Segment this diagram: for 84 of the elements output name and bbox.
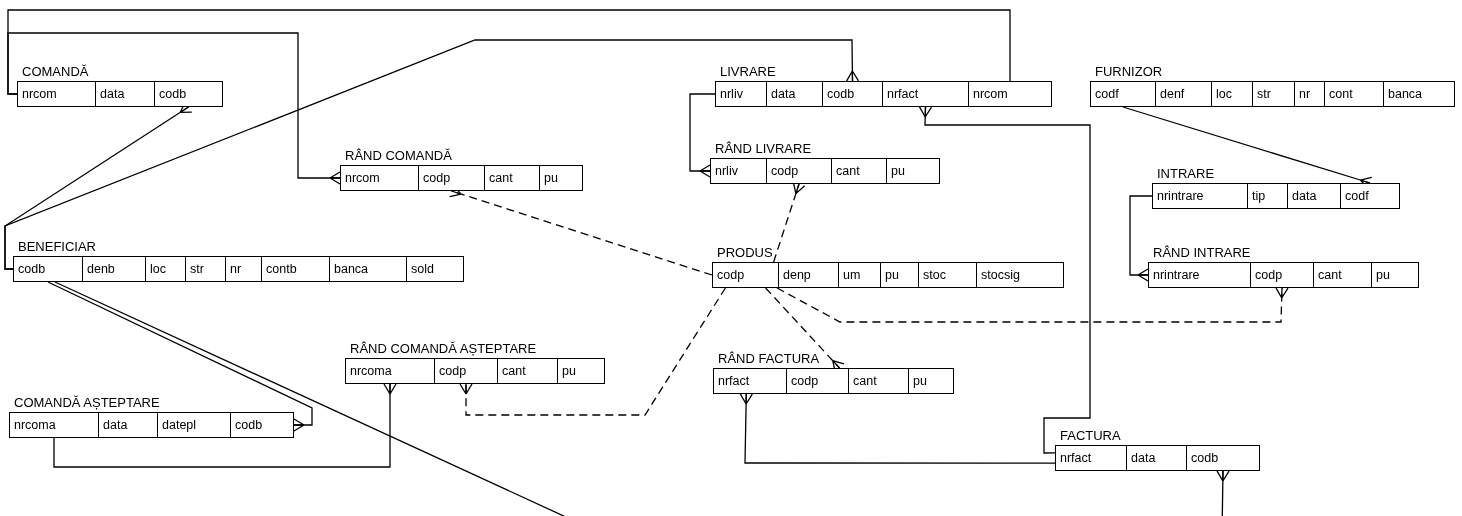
relationship-line <box>689 93 716 178</box>
table-field: codp <box>766 158 832 184</box>
table-field: data <box>95 81 155 107</box>
table-title: COMANDĂ <box>22 64 89 79</box>
table-title: BENEFICIAR <box>18 239 96 254</box>
table-title: LIVRARE <box>720 64 776 79</box>
table-field: codp <box>434 358 498 384</box>
table-field: denf <box>1155 81 1212 107</box>
relationship-line <box>776 287 1289 323</box>
table-field: loc <box>1211 81 1253 107</box>
table-field: codp <box>1250 262 1314 288</box>
relationship-line <box>1129 195 1153 282</box>
table-field: nrcoma <box>9 412 99 438</box>
table-field: nrliv <box>715 81 767 107</box>
table-title: RÂND COMANDĂ <box>345 148 452 163</box>
table-field: stoc <box>918 262 977 288</box>
relationship-line <box>53 383 397 468</box>
table-field: banca <box>329 256 407 282</box>
relationship-line <box>918 106 1091 454</box>
table-title: FACTURA <box>1060 428 1121 443</box>
table-title: COMANDĂ AȘTEPTARE <box>14 395 160 410</box>
table-field: data <box>766 81 823 107</box>
table-field: loc <box>145 256 186 282</box>
table-field: nrfact <box>882 81 969 107</box>
table-field: codb <box>1186 445 1260 471</box>
table-field: cant <box>497 358 558 384</box>
table-field: sold <box>406 256 464 282</box>
table-field: str <box>1252 81 1295 107</box>
table-field: cant <box>1313 262 1372 288</box>
table-field: pu <box>539 165 583 191</box>
relationship-line <box>7 32 341 185</box>
table-field: nr <box>225 256 262 282</box>
table-field: nrfact <box>1055 445 1127 471</box>
table-field: codp <box>418 165 485 191</box>
table-field: cant <box>484 165 540 191</box>
table-field: pu <box>908 368 954 394</box>
table-field: cant <box>848 368 909 394</box>
table-field: cant <box>831 158 887 184</box>
table-field: pu <box>557 358 605 384</box>
table-field: codb <box>154 81 223 107</box>
table-field: cont <box>1324 81 1384 107</box>
table-field: codf <box>1090 81 1156 107</box>
table-field: nrcom <box>968 81 1052 107</box>
table-field: banca <box>1383 81 1455 107</box>
table-field: codp <box>786 368 849 394</box>
table-field: pu <box>1371 262 1419 288</box>
table-title: PRODUS <box>717 245 773 260</box>
table-field: stocsig <box>976 262 1064 288</box>
table-field: pu <box>880 262 919 288</box>
table-field: pu <box>886 158 940 184</box>
table-title: RÂND COMANDĂ AȘTEPTARE <box>350 341 537 356</box>
table-title: RÂND INTRARE <box>1153 245 1251 260</box>
table-field: nrintrare <box>1148 262 1251 288</box>
table-title: RÂND FACTURA <box>718 351 820 366</box>
table-field: codf <box>1340 183 1400 209</box>
table-field: str <box>185 256 226 282</box>
table-field: data <box>1287 183 1341 209</box>
relationship-line <box>54 281 1230 516</box>
table-field: nrcom <box>17 81 96 107</box>
relationship-line <box>739 393 1056 464</box>
table-field: nrcoma <box>345 358 435 384</box>
relationship-line <box>4 39 860 270</box>
table-field: data <box>1126 445 1187 471</box>
table-field: nrcom <box>340 165 419 191</box>
table-field: nr <box>1294 81 1325 107</box>
table-field: nrintrare <box>1152 183 1248 209</box>
table-field: contb <box>261 256 330 282</box>
table-field: datepl <box>157 412 231 438</box>
table-title: RÂND LIVRARE <box>715 141 812 156</box>
table-field: codp <box>712 262 779 288</box>
table-title: FURNIZOR <box>1095 64 1163 79</box>
table-field: tip <box>1247 183 1288 209</box>
relationship-line <box>459 287 727 416</box>
table-field: codb <box>230 412 294 438</box>
table-field: um <box>838 262 881 288</box>
table-field: denb <box>82 256 146 282</box>
table-field: nrliv <box>710 158 767 184</box>
table-field: codb <box>13 256 83 282</box>
table-field: codb <box>822 81 883 107</box>
relationship-line <box>47 281 313 432</box>
table-field: denp <box>778 262 839 288</box>
table-title: INTRARE <box>1157 166 1215 181</box>
table-field: nrfact <box>713 368 787 394</box>
table-field: data <box>98 412 158 438</box>
